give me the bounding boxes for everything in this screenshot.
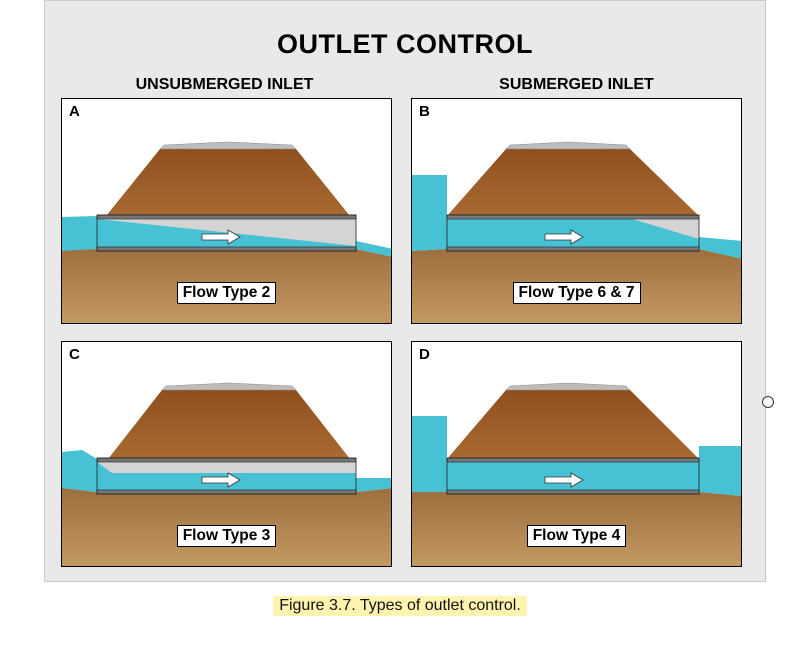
- panel-letter: A: [69, 103, 80, 120]
- tailwater: [699, 237, 741, 259]
- culvert-diagram-a: [62, 141, 391, 323]
- embankment: [108, 390, 350, 459]
- flow-type-text: Flow Type 4: [526, 525, 627, 547]
- embankment: [106, 149, 350, 216]
- roadway: [161, 382, 297, 391]
- caption-text: Figure 3.7. Types of outlet control.: [273, 596, 527, 616]
- tailwater: [356, 241, 391, 257]
- embankment: [447, 149, 699, 216]
- headwater: [412, 175, 447, 251]
- flow-arrow: [544, 229, 584, 245]
- figure-panel: OUTLET CONTROL UNSUBMERGED INLET SUBMERG…: [44, 0, 766, 582]
- column-heading-submerged: SUBMERGED INLET: [499, 76, 654, 93]
- flow-type-text: Flow Type 3: [176, 525, 277, 547]
- flow-type-text: Flow Type 6 & 7: [512, 282, 641, 304]
- flow-type-label: Flow Type 2: [62, 282, 391, 304]
- roadway: [505, 382, 631, 391]
- headwater: [62, 216, 97, 251]
- figure-caption: Figure 3.7. Types of outlet control.: [0, 596, 800, 616]
- figure-title: OUTLET CONTROL: [277, 29, 533, 59]
- column-heading-unsubmerged: UNSUBMERGED INLET: [135, 76, 314, 93]
- panel-d: D Flow Type 4: [411, 341, 742, 567]
- headwater: [412, 416, 447, 492]
- flow-arrow: [201, 229, 241, 245]
- roadway: [159, 141, 297, 150]
- flow-type-text: Flow Type 2: [176, 282, 277, 304]
- panel-a: A Flow Type 2: [61, 98, 392, 324]
- embankment: [447, 390, 699, 459]
- flow-arrow: [544, 472, 584, 488]
- flow-arrow: [201, 472, 241, 488]
- flow-type-label: Flow Type 4: [412, 525, 741, 547]
- tailwater: [356, 478, 391, 492]
- roadway: [505, 141, 631, 150]
- culvert-diagram-b: [412, 141, 741, 323]
- panel-letter: D: [419, 346, 430, 363]
- resize-handle-icon[interactable]: [762, 396, 774, 408]
- panel-c: C Flow Type 3: [61, 341, 392, 567]
- tailwater: [699, 446, 741, 496]
- panel-letter: C: [69, 346, 80, 363]
- headwater: [62, 450, 97, 492]
- panel-b: B Flow Type 6 & 7: [411, 98, 742, 324]
- flow-type-label: Flow Type 3: [62, 525, 391, 547]
- flow-type-label: Flow Type 6 & 7: [412, 282, 741, 304]
- panel-letter: B: [419, 103, 430, 120]
